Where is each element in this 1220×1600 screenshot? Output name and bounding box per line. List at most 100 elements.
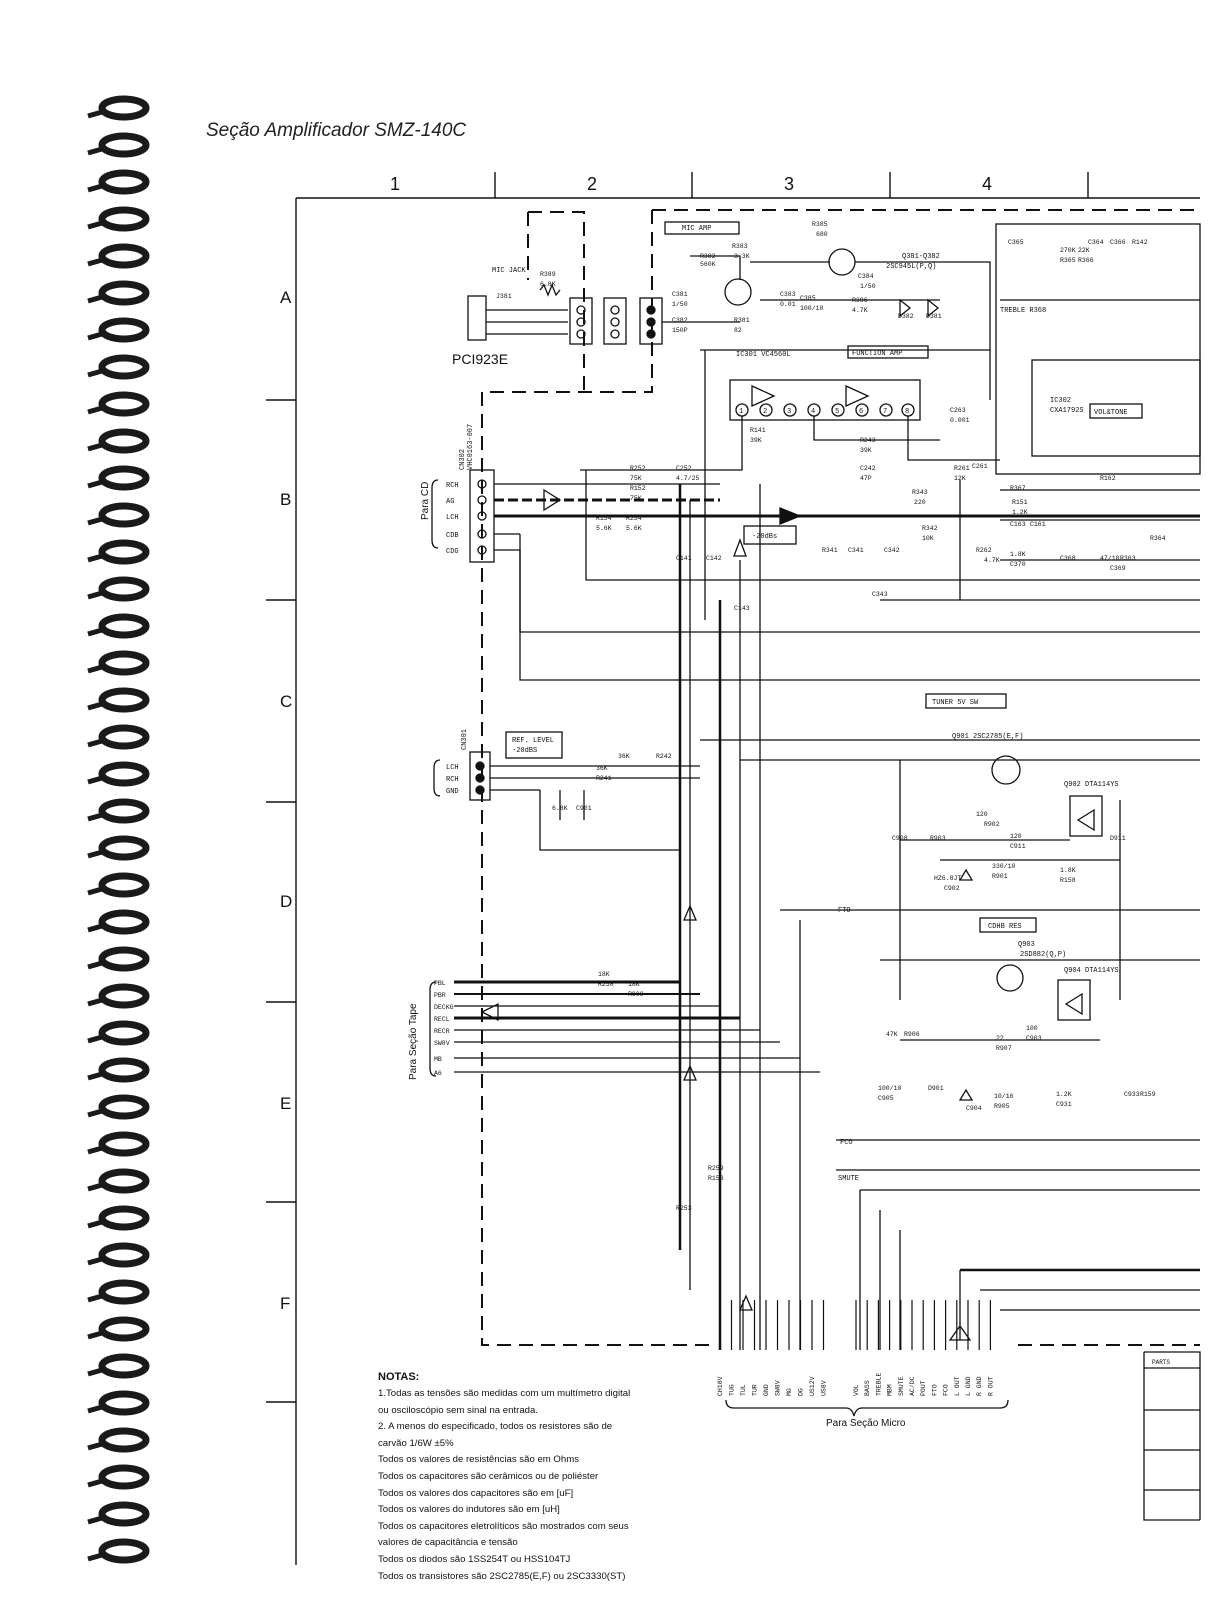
component-label: R258: [598, 981, 614, 988]
component-label: 39K: [860, 447, 872, 454]
binding-coil: [88, 617, 146, 635]
micro-pin-label: L GND: [965, 1376, 972, 1396]
binding-coil: [88, 543, 146, 561]
component-label: 18K: [628, 981, 640, 988]
component-label: D381: [926, 313, 942, 320]
component-label: C382: [672, 317, 688, 324]
ic302: [995, 223, 1201, 561]
component-label: R158: [1060, 877, 1076, 884]
cd-pin-ag: AG: [446, 498, 454, 506]
micro-pin-label: CH18V: [717, 1376, 724, 1396]
column-number-1: 1: [390, 174, 401, 194]
tape-pin-sw8v: SW8V: [434, 1040, 450, 1047]
cn302-part-label: VHC0163-007: [467, 424, 475, 470]
notes-line: Todos os valores do indutores são em [uH…: [378, 1504, 560, 1516]
component-label: J381: [496, 293, 512, 300]
component-label: R389: [540, 271, 556, 278]
component-label: R241: [596, 775, 612, 782]
component-label: C261: [972, 463, 988, 470]
cn301-label: CN301: [461, 729, 469, 750]
component-label: 75K: [630, 495, 642, 502]
row-letter-f: F: [280, 1294, 291, 1313]
component-label: R243: [860, 437, 876, 444]
component-label: 4.7K: [852, 307, 868, 314]
binding-coil: [88, 1209, 146, 1227]
micro-pin-label: MG: [786, 1388, 793, 1396]
component-label: D911: [1110, 835, 1126, 842]
component-label: 220: [914, 499, 926, 506]
component-label: R906: [904, 1031, 920, 1038]
micro-pin-label: TREBLE: [875, 1372, 882, 1396]
micro-bus: [725, 1351, 1201, 1521]
binding-coil: [88, 1246, 146, 1264]
component-label: 75K: [630, 475, 642, 482]
component-label: R364: [1150, 535, 1166, 542]
binding-coil: [88, 1061, 146, 1079]
binding-coil: [88, 173, 146, 191]
notes-line: Todos os capacitores são cerâmicos ou de…: [378, 1470, 599, 1482]
cd-pin-cdb: CDB: [446, 532, 459, 540]
component-label: R901: [992, 873, 1008, 880]
component-label: C931: [1056, 1101, 1072, 1108]
binding-coil: [88, 1320, 146, 1338]
component-label: 10K: [922, 535, 934, 542]
notes-line: Todos os capacitores eletrolíticos são m…: [378, 1520, 629, 1532]
component-label: HZ6.8JT: [934, 875, 961, 882]
binding-coil: [88, 1098, 146, 1116]
component-label: R363: [1120, 555, 1136, 562]
micro-pin-label: TUR: [752, 1384, 759, 1396]
binding-coil: [88, 99, 146, 117]
cd-pin-lch: LCH: [446, 514, 459, 522]
tuner-label: TUNER 5V SW: [932, 699, 979, 707]
cn301-connector: [433, 693, 1200, 1350]
regulator-q903: [836, 917, 1200, 1350]
ic-pin-number: 3: [787, 408, 791, 416]
micro-connector-label: Para Seção Micro: [826, 1418, 906, 1429]
binding-coil: [88, 1394, 146, 1412]
component-label: R343: [912, 489, 928, 496]
component-label: R152: [630, 485, 646, 492]
ic-pin-number: 2: [763, 408, 767, 416]
binding-coil: [88, 765, 146, 783]
component-label: R261: [954, 465, 970, 472]
ref-level-value: -20dBS: [512, 747, 537, 755]
component-label: C903: [1026, 1035, 1042, 1042]
component-label: C904: [966, 1105, 982, 1112]
notes-block: NOTAS: 1.Todas as tensões são medidas co…: [378, 1368, 708, 1585]
component-label: R162: [1100, 475, 1116, 482]
spiral-binding: [88, 99, 146, 1560]
component-label: 12K: [954, 475, 966, 482]
cd-connector-label: Para CD: [420, 482, 431, 520]
column-number-2: 2: [587, 174, 598, 194]
tape-pin-pbl: PBL: [434, 980, 446, 987]
micro-pin-label: GND: [763, 1384, 770, 1396]
cn301-pin-gnd: GND: [446, 788, 459, 796]
notes-line: 2. A menos do especificado, todos os res…: [378, 1421, 613, 1433]
binding-coil: [88, 1172, 146, 1190]
binding-coil: [88, 247, 146, 265]
component-label: C141: [676, 555, 692, 562]
component-label: D382: [898, 313, 914, 320]
row-letter-b: B: [280, 490, 292, 509]
tape-pin-pbr: PBR: [434, 992, 446, 999]
vol-tone-label: VOL&TONE: [1094, 409, 1128, 417]
component-label: 36K: [596, 765, 608, 772]
binding-coil: [88, 358, 146, 376]
component-label: 1.8K: [1010, 551, 1026, 558]
binding-coil: [88, 321, 146, 339]
micro-pin-label: R OUT: [987, 1376, 994, 1396]
component-label: R386: [852, 297, 868, 304]
binding-coil: [88, 284, 146, 302]
binding-coil: [88, 950, 146, 968]
component-label: 1.2K: [1056, 1091, 1072, 1098]
component-label: R341: [822, 547, 838, 554]
notes-line: Todos os valores de resistências são em …: [378, 1454, 580, 1466]
binding-coil: [88, 395, 146, 413]
component-label: 5.6K: [596, 525, 612, 532]
component-label: C384: [858, 273, 874, 280]
component-label: C365: [1008, 239, 1024, 246]
component-label: C383: [780, 291, 796, 298]
component-label: R385: [812, 221, 828, 228]
ic302-label: IC302: [1050, 397, 1071, 405]
